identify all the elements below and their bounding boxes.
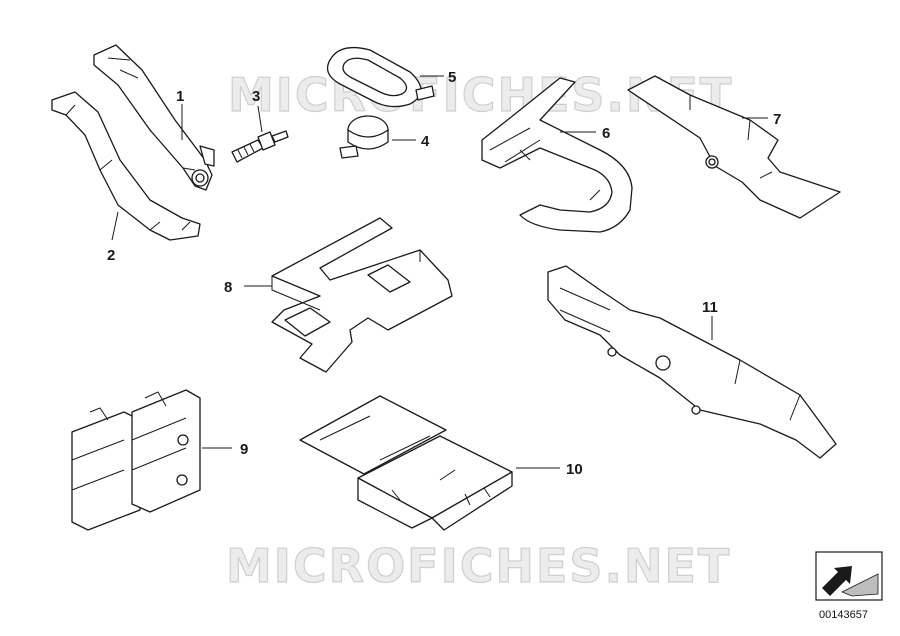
- callout-4: 4: [392, 133, 430, 150]
- svg-text:11: 11: [702, 299, 718, 316]
- svg-text:9: 9: [240, 441, 248, 458]
- part-7-plate[interactable]: [627, 75, 841, 219]
- callout-10: 10: [516, 461, 583, 478]
- callout-3: 3: [252, 88, 263, 133]
- svg-text:3: 3: [252, 88, 260, 105]
- callout-7: 7: [742, 111, 781, 128]
- svg-text:10: 10: [566, 461, 583, 478]
- watermark-bottom: MICROFICHES.NET: [226, 539, 731, 593]
- svg-text:5: 5: [448, 69, 456, 86]
- svg-text:8: 8: [224, 279, 232, 296]
- callout-9: 9: [202, 441, 248, 458]
- diagram-number: 00143657: [819, 609, 868, 621]
- part-6-cable-guide[interactable]: [481, 77, 633, 233]
- callout-11: 11: [702, 299, 718, 340]
- svg-text:4: 4: [421, 133, 430, 150]
- callout-2: 2: [107, 211, 119, 264]
- part-9-connector[interactable]: [71, 389, 201, 531]
- part-8-mounting-plate[interactable]: [271, 217, 453, 373]
- part-1-bracket[interactable]: [93, 44, 215, 191]
- diagram-reference-box: 00143657: [815, 551, 883, 621]
- callout-1: 1: [176, 88, 184, 140]
- callout-6: 6: [560, 125, 610, 142]
- part-3-bolt[interactable]: [231, 130, 289, 163]
- svg-text:2: 2: [107, 247, 115, 264]
- part-4-clip[interactable]: [339, 115, 389, 159]
- part-11-channel[interactable]: [547, 265, 837, 459]
- svg-text:1: 1: [176, 88, 184, 105]
- svg-text:6: 6: [602, 125, 610, 142]
- part-5-grommet[interactable]: [326, 46, 435, 108]
- part-10-cable-holder[interactable]: [299, 395, 513, 531]
- callout-5: 5: [420, 69, 456, 86]
- part-2-bracket[interactable]: [51, 91, 201, 241]
- callout-8: 8: [224, 279, 272, 296]
- svg-text:7: 7: [773, 111, 781, 128]
